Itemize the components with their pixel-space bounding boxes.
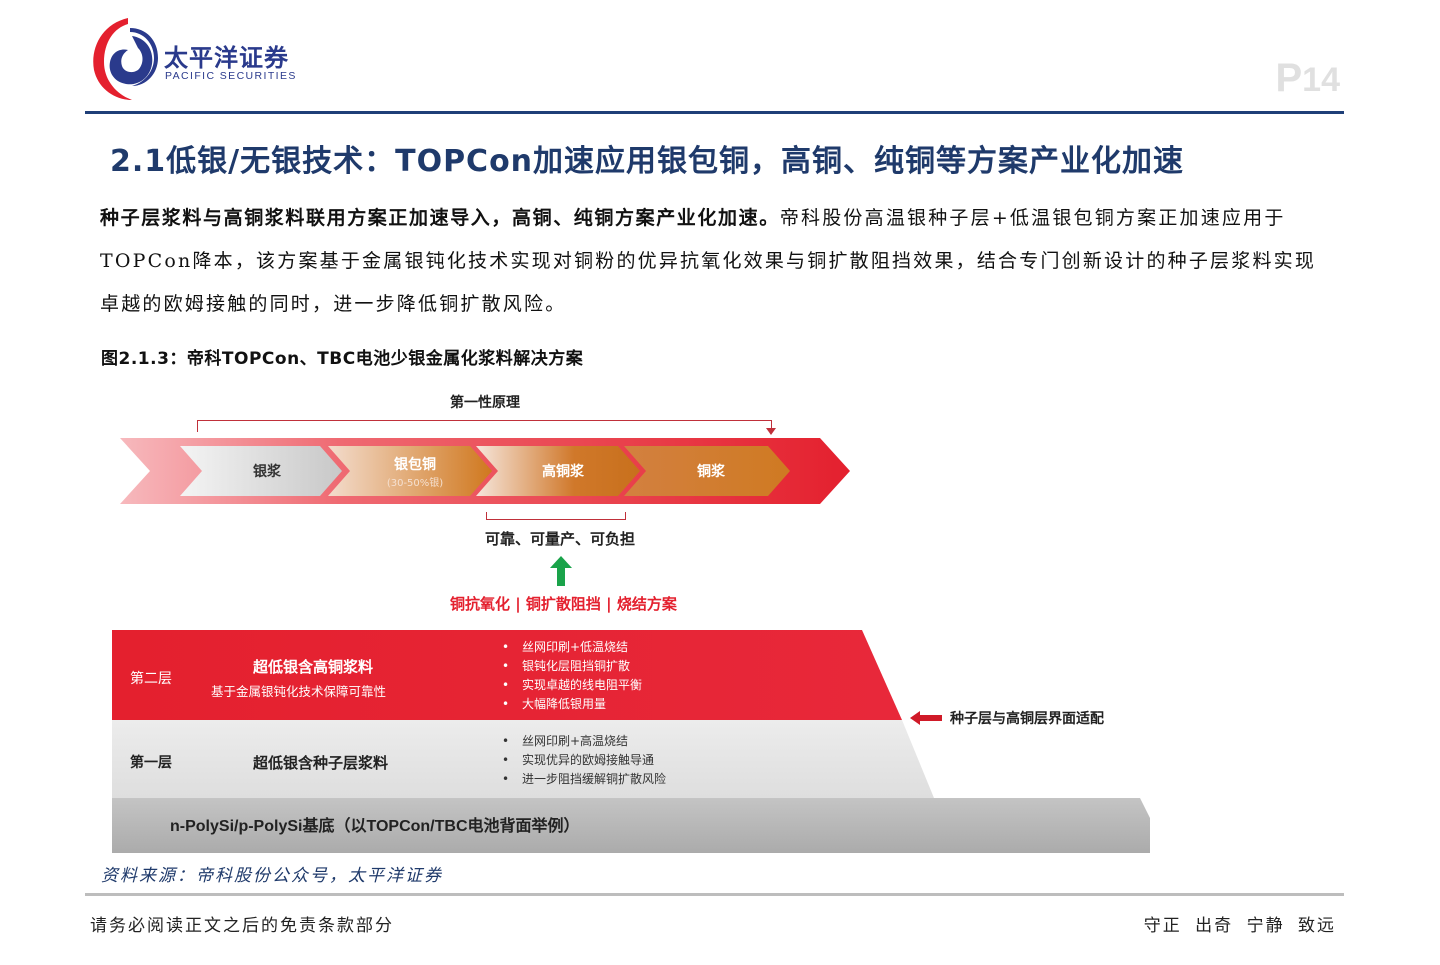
section-title: 2.1低银/无银技术：TOPCon加速应用银包铜，高铜、纯铜等方案产业化加速 xyxy=(110,144,1185,179)
layer-two-name: 第二层 xyxy=(130,671,172,687)
company-logo: 太平洋证券 PACIFIC SECURITIES xyxy=(88,14,298,104)
bullet-item: 大幅降低银用量 xyxy=(502,695,642,714)
progression-band: 银浆 银包铜(30-50%银) 高铜浆 铜浆 xyxy=(120,438,850,504)
principle-bracket xyxy=(197,420,772,432)
bullet-item: 实现优异的欧姆接触导通 xyxy=(502,751,666,770)
technology-keywords: 铜抗氧化 | 铜扩散阻挡 | 烧结方案 xyxy=(450,595,677,613)
layer-two-title: 超低银含高铜浆料 xyxy=(253,658,374,676)
layer-stack: 第二层 超低银含高铜浆料 基于金属银钝化技术保障可靠性 丝网印刷+低温烧结 银钝… xyxy=(110,628,1155,855)
header-divider xyxy=(85,111,1344,114)
page-number: P14 xyxy=(1275,56,1340,100)
red-left-arrow-icon xyxy=(910,711,942,725)
logo-english-name: PACIFIC SECURITIES xyxy=(165,70,297,82)
chevron-high-copper-paste: 高铜浆 xyxy=(542,464,584,480)
figure-caption: 图2.1.3：帝科TOPCon、TBC电池少银金属化浆料解决方案 xyxy=(101,349,584,369)
interface-annotation: 种子层与高铜层界面适配 xyxy=(910,708,1104,728)
pacific-securities-logo-icon xyxy=(93,18,158,100)
footer-motto: 守正 出奇 宁静 致远 xyxy=(1143,916,1336,936)
chevron-silver-coated-copper: 银包铜(30-50%银) xyxy=(386,456,444,489)
interface-note: 种子层与高铜层界面适配 xyxy=(950,711,1104,727)
layer-two-subtitle: 基于金属银钝化技术保障可靠性 xyxy=(211,684,387,699)
layer-two-bullets: 丝网印刷+低温烧结 银钝化层阻挡铜扩散 实现卓越的线电阻平衡 大幅降低银用量 xyxy=(502,638,642,714)
goal-text: 可靠、可量产、可负担 xyxy=(485,530,636,548)
footer-disclaimer: 请务必阅读正文之后的免责条款部分 xyxy=(90,916,394,936)
chevron-copper-paste: 铜浆 xyxy=(697,464,725,480)
bracket-arrow-icon xyxy=(766,428,776,435)
footer-divider xyxy=(85,893,1344,896)
bullet-item: 丝网印刷+高温烧结 xyxy=(502,732,666,751)
chevron-silver-paste: 银浆 xyxy=(253,464,281,480)
bullet-item: 实现卓越的线电阻平衡 xyxy=(502,676,642,695)
green-up-arrow-icon xyxy=(550,556,572,586)
source-note: 资料来源：帝科股份公众号，太平洋证券 xyxy=(101,866,443,886)
layer-one-bullets: 丝网印刷+高温烧结 实现优异的欧姆接触导通 进一步阻挡缓解铜扩散风险 xyxy=(502,732,666,789)
substrate-label: n-PolySi/p-PolySi基底（以TOPCon/TBC电池背面举例） xyxy=(170,818,580,835)
bullet-item: 丝网印刷+低温烧结 xyxy=(502,638,642,657)
body-paragraph: 种子层浆料与高铜浆料联用方案正加速导入，高铜、纯铜方案产业化加速。帝科股份高温银… xyxy=(100,197,1320,326)
first-principle-label: 第一性原理 xyxy=(450,395,520,411)
bullet-item: 银钝化层阻挡铜扩散 xyxy=(502,657,642,676)
bullet-item: 进一步阻挡缓解铜扩散风险 xyxy=(502,770,666,789)
figure-diagram: 第一性原理 xyxy=(110,380,1155,855)
logo-chinese-name: 太平洋证券 xyxy=(164,44,289,72)
paragraph-body: 帝科股份高温银种子层+低温银包铜方案正加速应用于TOPCon降本，该方案基于金属… xyxy=(100,207,1317,315)
goal-bracket xyxy=(486,512,626,520)
layer-one-title: 超低银含种子层浆料 xyxy=(253,754,389,772)
paragraph-lead: 种子层浆料与高铜浆料联用方案正加速导入，高铜、纯铜方案产业化加速。 xyxy=(100,207,780,229)
layer-one-name: 第一层 xyxy=(130,755,172,771)
progression-arrow-background xyxy=(120,438,850,504)
